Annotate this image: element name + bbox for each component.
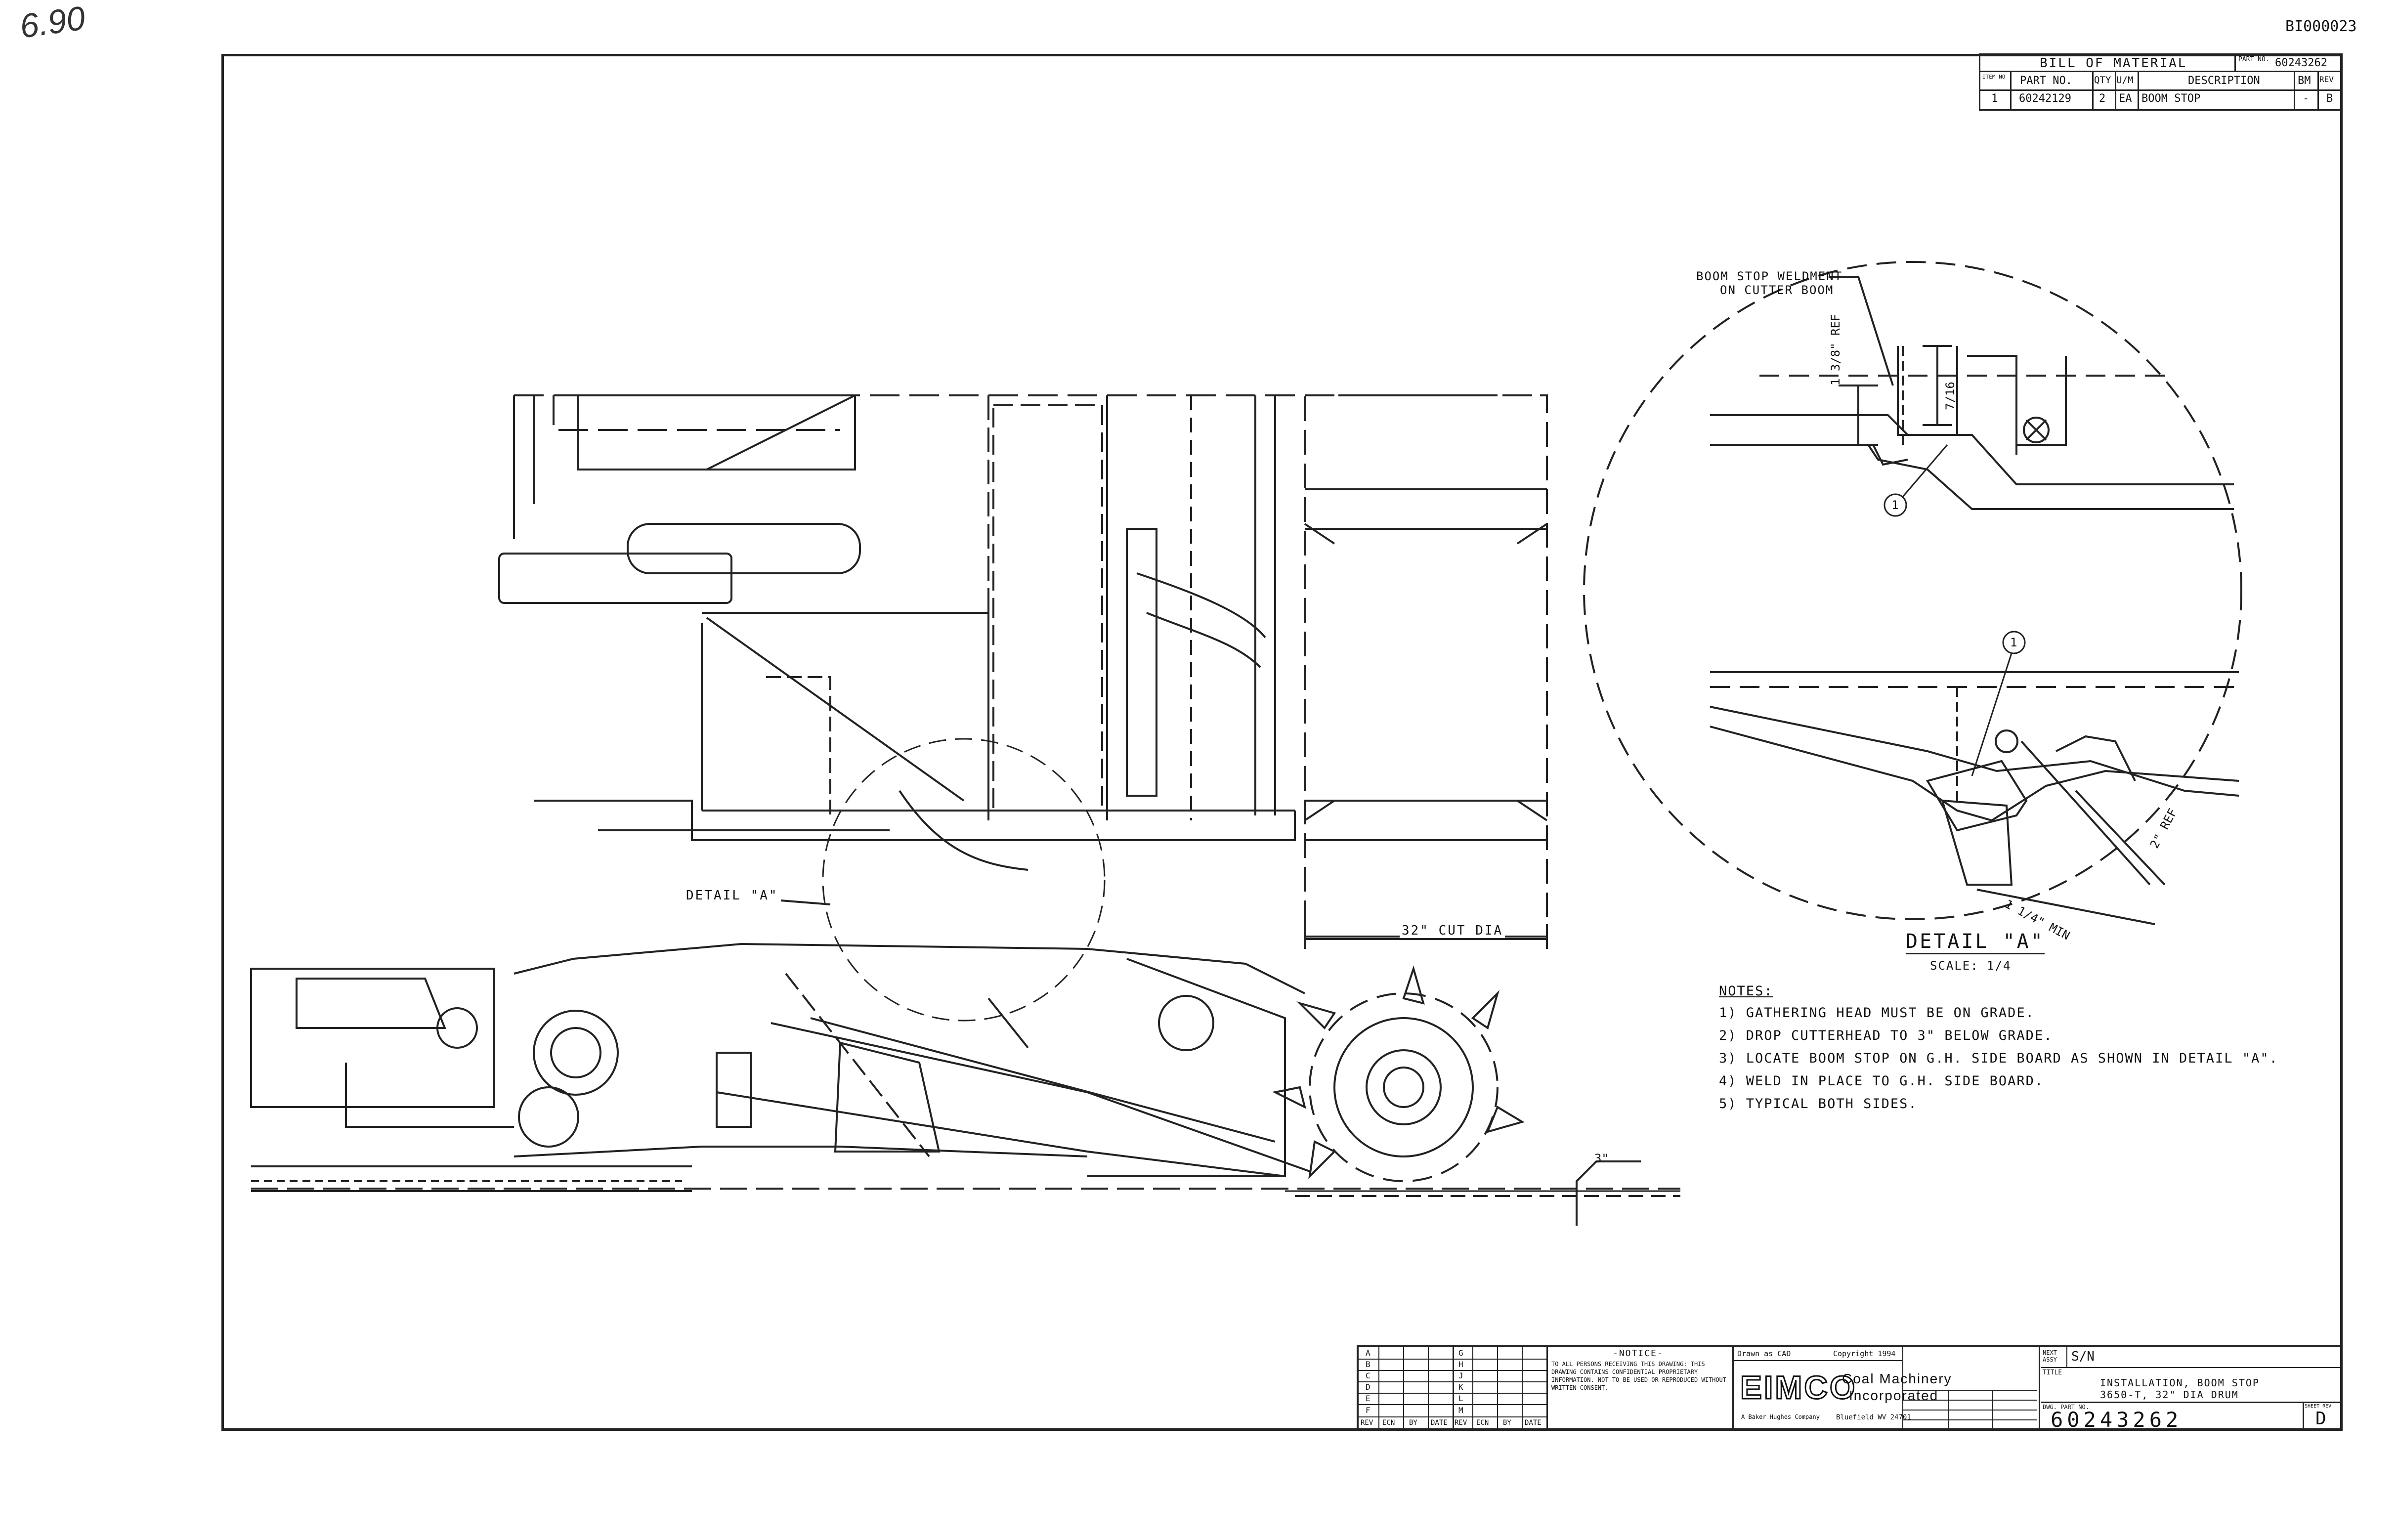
item-balloon-1-upper-label: 1 [1891, 498, 1899, 512]
note-4: 4) WELD IN PLACE TO G.H. SIDE BOARD. [1719, 1073, 2044, 1089]
note-5: 5) TYPICAL BOTH SIDES. [1719, 1096, 1918, 1112]
detail-a-view [1583, 261, 2242, 925]
rev-label-a: A [1366, 1348, 1370, 1358]
rev-footer-ecn-2: ECN [1476, 1419, 1489, 1427]
drawing-title-line2: 3650-T, 32" DIA DRUM [2100, 1389, 2239, 1401]
sheet-rev: D [2315, 1409, 2326, 1429]
detail-a-title: DETAIL "A" [1906, 930, 2045, 954]
bom-row-item: 1 [1991, 92, 1998, 105]
bom-part-no-value: 60243262 [2275, 57, 2327, 69]
bom-title: BILL OF MATERIAL [2040, 56, 2187, 71]
dim-7-16: 7/16 [1943, 382, 1957, 410]
rev-label-b: B [1366, 1360, 1370, 1369]
next-assy-label: NEXT ASSY [2043, 1349, 2057, 1363]
bom-row-part-no: 60242129 [2019, 92, 2071, 105]
note-3: 3) LOCATE BOOM STOP ON G.H. SIDE BOARD A… [1719, 1051, 2278, 1066]
company-sub: A Baker Hughes Company [1741, 1413, 1820, 1420]
copyright: Copyright 1994 [1833, 1349, 1896, 1358]
rev-label-c: C [1366, 1371, 1370, 1380]
detail-a-reference-circle [822, 738, 1106, 1022]
bill-of-material: BILL OF MATERIAL PART NO. 60243262 ITEM … [1979, 53, 2343, 111]
bom-header-um: U/M [2116, 75, 2134, 86]
bom-part-no-label: PART NO. [2238, 56, 2270, 63]
sheet-rev-label: SHEET REV [2305, 1404, 2332, 1409]
rev-label-e: E [1366, 1394, 1370, 1403]
bom-row-um: EA [2119, 92, 2132, 105]
drawn-as: Drawn as CAD [1737, 1349, 1791, 1358]
title-panel: NEXT ASSY S/N TITLE INSTALLATION, BOOM S… [2041, 1347, 2341, 1432]
title-label: TITLE [2043, 1369, 2062, 1376]
bom-row-rev: B [2326, 92, 2333, 105]
detail-a-circle [1583, 261, 2242, 920]
item-balloon-1-lower [2002, 631, 2026, 654]
weldment-callout-line2: ON CUTTER BOOM [1720, 283, 1834, 297]
rev-label-g: G [1458, 1348, 1463, 1358]
notes-block: NOTES: 1) GATHERING HEAD MUST BE ON GRAD… [1719, 984, 2312, 1112]
bom-row-description: BOOM STOP [2141, 92, 2201, 105]
bom-header-bm: BM [2298, 75, 2311, 87]
rev-label-f: F [1366, 1406, 1370, 1415]
note-2: 2) DROP CUTTERHEAD TO 3" BELOW GRADE. [1719, 1028, 2053, 1043]
rev-footer-date: DATE [1431, 1419, 1448, 1427]
bom-row-qty: 2 [2099, 92, 2106, 105]
item-balloon-1-upper [1884, 493, 1907, 517]
company-panel: Drawn as CAD Copyright 1994 EIMCO Coal M… [1734, 1347, 2040, 1429]
rev-label-k: K [1458, 1382, 1463, 1392]
dwg-no-label: DWG. PART NO. [2043, 1404, 2089, 1411]
weldment-callout-line1: BOOM STOP WELDMENT [1696, 269, 1843, 283]
detail-a-scale: SCALE: 1/4 [1930, 959, 2012, 973]
notice-panel: -NOTICE- TO ALL PERSONS RECEIVING THIS D… [1548, 1347, 1734, 1429]
side-view [250, 942, 1680, 1226]
grade-drop-label: 3" [1594, 1152, 1609, 1165]
rev-label-j: J [1458, 1371, 1463, 1380]
rev-label-d: D [1366, 1382, 1370, 1392]
company-logo: EIMCO [1739, 1369, 1857, 1406]
rev-label-l: L [1458, 1394, 1463, 1403]
bom-header-item: ITEM NO [1982, 74, 2006, 80]
plan-view [498, 394, 1548, 940]
dwg-number: 60243262 [2051, 1408, 2183, 1432]
rev-footer-by: BY [1409, 1419, 1417, 1427]
note-1: 1) GATHERING HEAD MUST BE ON GRADE. [1719, 1005, 2035, 1021]
revision-grid: A B C D E F G H J K L M REV ECN BY DATE … [1359, 1347, 1548, 1429]
bom-header-rev: REV [2319, 75, 2334, 84]
dim-ref-1-3-8: 1 3/8" REF [1829, 314, 1842, 386]
bom-header-description: DESCRIPTION [2188, 75, 2260, 87]
rev-label-m: M [1458, 1406, 1463, 1415]
rev-footer-rev: REV [1361, 1419, 1373, 1427]
cut-dia-label: 32" CUT DIA [1400, 923, 1505, 938]
sn-label: S/N [2071, 1349, 2095, 1364]
rev-footer-rev-2: REV [1455, 1419, 1467, 1427]
item-balloon-1-lower-label: 1 [2010, 636, 2017, 649]
company-city: Bluefield WV 24701 [1836, 1413, 1911, 1421]
rev-footer-by-2: BY [1503, 1419, 1511, 1427]
notice-title: -NOTICE- [1613, 1348, 1664, 1359]
detail-a-leader [780, 899, 831, 905]
rev-footer-date-2: DATE [1525, 1419, 1542, 1427]
rev-label-h: H [1458, 1360, 1463, 1369]
company-name-line1: Coal Machinery [1842, 1371, 1952, 1386]
document-id: BI000023 [2285, 18, 2357, 35]
bom-header-part-no: PART NO. [2020, 75, 2072, 87]
notice-text: TO ALL PERSONS RECEIVING THIS DRAWING: T… [1551, 1361, 1727, 1391]
drawing-title-line1: INSTALLATION, BOOM STOP [2100, 1377, 2260, 1389]
rev-footer-ecn: ECN [1382, 1419, 1395, 1427]
bom-header-qty: QTY [2094, 75, 2111, 86]
detail-a-callout: DETAIL "A" [686, 888, 778, 903]
approval-grid [1903, 1347, 2037, 1429]
bom-row-bm: - [2303, 92, 2310, 105]
sheet-border [221, 54, 2343, 1431]
notes-heading: NOTES: [1719, 984, 1773, 999]
title-block: A B C D E F G H J K L M REV ECN BY DATE … [1357, 1345, 2343, 1432]
